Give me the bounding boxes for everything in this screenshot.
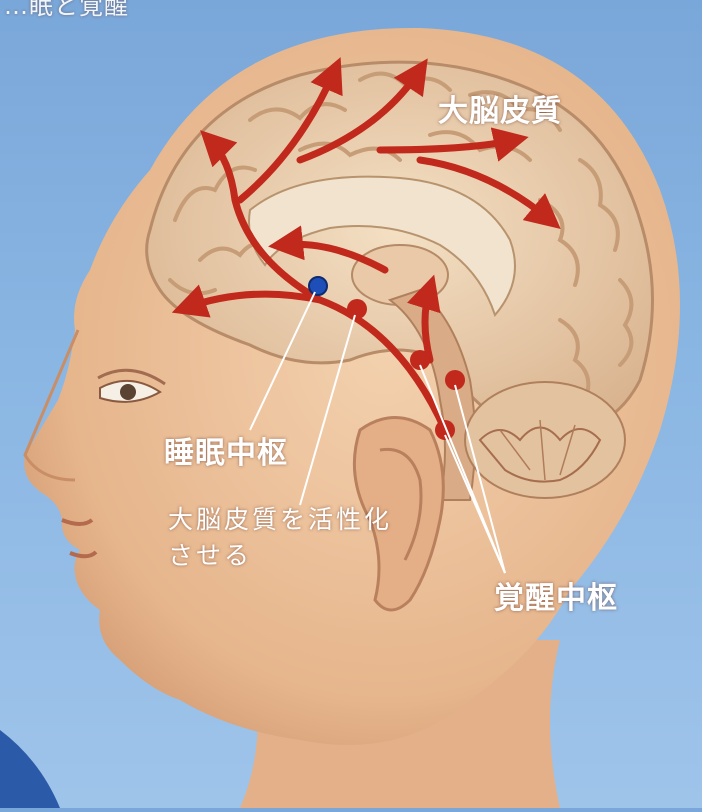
top-cut-text: …眠と覚醒 [4,0,129,21]
wake-node [347,299,367,319]
activate-cortex-label: 大脳皮質を活性化 させる [168,502,392,574]
sleep-center-node [309,277,327,295]
wake-center-label: 覚醒中枢 [494,573,618,617]
cerebellum [465,382,625,498]
shoulder [0,730,60,808]
sleep-center-label: 睡眠中枢 [164,428,288,472]
cerebral-cortex-label: 大脳皮質 [438,86,562,130]
